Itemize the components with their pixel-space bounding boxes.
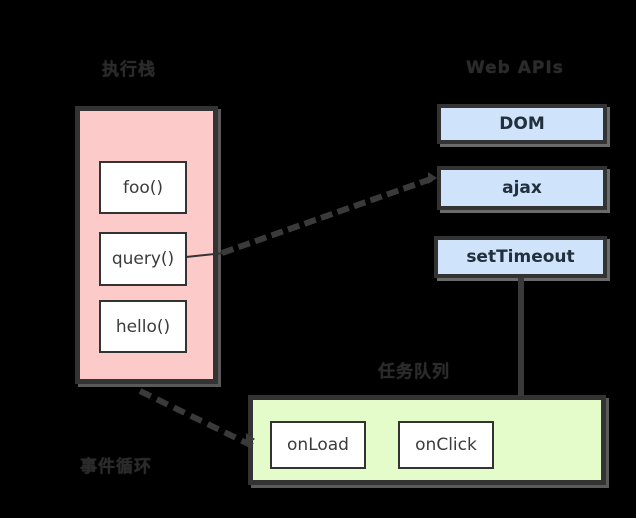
web-api-ajax: ajax <box>437 166 607 210</box>
connector-settimeout-to-queue <box>518 278 524 396</box>
connector-stack-to-queue-arrowhead <box>246 433 255 445</box>
connector-query-to-ajax <box>220 176 433 256</box>
task-onclick: onClick <box>398 421 494 469</box>
web-api-dom: DOM <box>437 104 607 144</box>
task-queue-title: 任务队列 <box>378 362 450 382</box>
connector-query-to-ajax-arrowhead <box>428 172 437 184</box>
event-loop-title: 事件循环 <box>80 457 152 477</box>
connector-stack-to-queue <box>138 388 254 449</box>
stack-frame-foo: foo() <box>99 161 187 214</box>
web-api-settimeout: setTimeout <box>434 236 607 278</box>
stack-frame-hello: hello() <box>99 300 187 353</box>
call-stack-title: 执行栈 <box>102 60 156 80</box>
task-onload: onLoad <box>270 421 366 469</box>
stack-frame-query: query() <box>99 232 187 286</box>
web-apis-title: Web APIs <box>466 58 564 78</box>
